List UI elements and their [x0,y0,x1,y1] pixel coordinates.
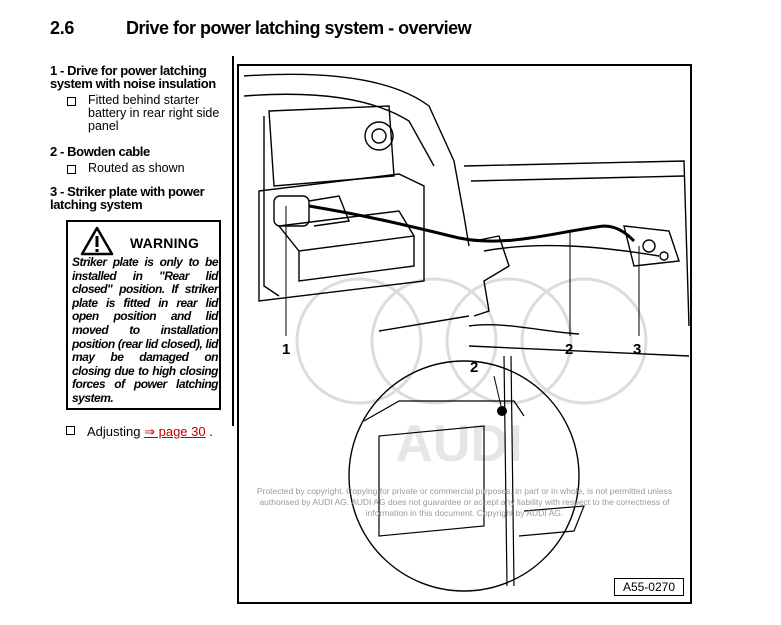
adjusting-line: Adjusting ⇒ page 30 . [66,424,213,440]
bullet-text: Routed as shown [88,161,185,175]
callout-3: 3 [633,341,641,358]
technical-illustration: AUDI [237,64,692,604]
list-item: Fitted behind starter battery in rear ri… [50,94,228,133]
bowden-cable [308,204,636,243]
section-number: 2.6 [50,18,75,38]
audi-rings-watermark [295,277,648,405]
divider-line [232,56,234,426]
warning-triangle-icon [80,226,114,256]
checkbox-bullet-icon [67,165,76,174]
page-link[interactable]: ⇒ page 30 [144,424,206,439]
copyright-notice: Protected by copyright. Copying for priv… [256,486,673,518]
warning-box: WARNING Striker plate is only to be inst… [66,220,221,410]
figure-reference: A55-0270 [613,578,684,596]
section-title: Drive for power latching system - overvi… [126,18,472,38]
drive-diagram: AUDI [243,73,690,592]
detail-structure [363,355,585,587]
item-2-heading: 2 - Bowden cable [50,144,150,159]
bullet-text: Fitted behind starter battery in rear ri… [88,93,220,133]
vehicle-structure [243,73,690,357]
checkbox-bullet-icon [67,97,76,106]
item-3-heading: 3 - Striker plate with power latching sy… [50,184,205,212]
callout-1: 1 [282,341,290,358]
warning-text: Striker plate is only to be installed in… [72,255,219,405]
list-item: Routed as shown [50,162,228,175]
callout-2: 2 [565,341,573,358]
cable-grommet-icon [497,406,507,416]
detail-circle [348,360,580,592]
item-list: 1 - Drive for power latching system with… [50,64,228,211]
checkbox-bullet-icon [66,426,75,435]
watermark-text: AUDI [395,415,522,473]
item-1-heading: 1 - Drive for power latching system with… [50,63,216,91]
leader-lines [285,206,640,407]
adjusting-suffix: . [205,424,213,439]
adjusting-label: Adjusting [87,424,141,439]
callout-2-detail: 2 [470,359,478,376]
warning-title: WARNING [130,235,200,251]
